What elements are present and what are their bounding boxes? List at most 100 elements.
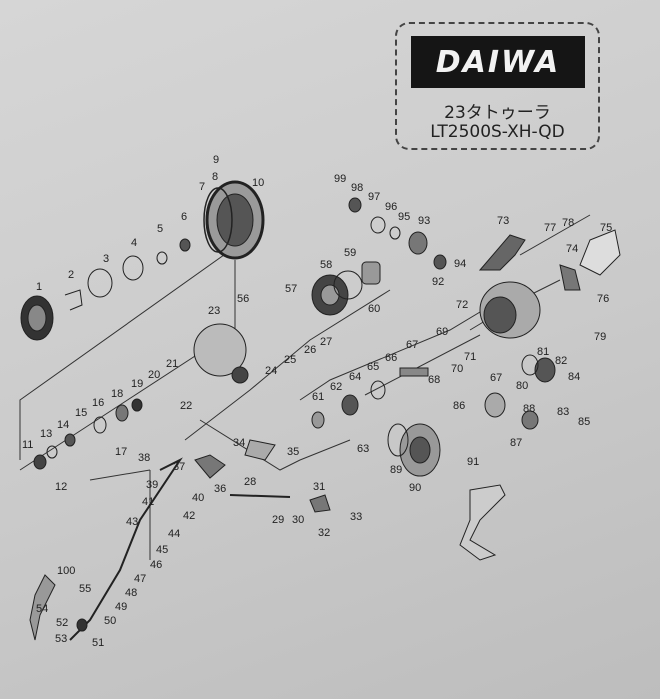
part-number: 97 xyxy=(368,191,380,203)
part-number: 20 xyxy=(148,369,160,381)
part-number: 88 xyxy=(523,403,535,415)
part-number: 90 xyxy=(409,482,421,494)
part-number: 58 xyxy=(320,259,332,271)
part-number: 99 xyxy=(334,173,346,185)
part-number: 22 xyxy=(180,400,192,412)
part-number: 76 xyxy=(597,293,609,305)
part-number: 19 xyxy=(131,378,143,390)
part-number: 50 xyxy=(104,615,116,627)
part-number: 12 xyxy=(55,481,67,493)
part-number: 89 xyxy=(390,464,402,476)
part-number: 70 xyxy=(451,363,463,375)
part-number: 27 xyxy=(320,336,332,348)
part-number: 18 xyxy=(111,388,123,400)
part-number: 14 xyxy=(57,419,69,431)
part-number: 57 xyxy=(285,283,297,295)
part-number: 61 xyxy=(312,391,324,403)
part-number: 11 xyxy=(22,439,33,451)
part-number: 81 xyxy=(537,346,549,358)
part-number: 42 xyxy=(183,510,195,522)
part-number: 13 xyxy=(40,428,52,440)
part-number: 43 xyxy=(126,516,138,528)
part-number: 66 xyxy=(385,352,397,364)
part-number: 63 xyxy=(357,443,369,455)
part-number: 30 xyxy=(292,514,304,526)
part-number: 51 xyxy=(92,637,104,649)
part-number: 40 xyxy=(192,492,204,504)
part-number: 23 xyxy=(208,305,220,317)
part-number: 78 xyxy=(562,217,574,229)
daiwa-logo: DAIWA xyxy=(411,36,585,88)
part-number: 26 xyxy=(304,344,316,356)
part-number: 21 xyxy=(166,358,178,370)
model-name: 23タトゥーラ xyxy=(444,103,551,123)
part-number: 60 xyxy=(368,303,380,315)
part-number: 49 xyxy=(115,601,127,613)
part-number: 29 xyxy=(272,514,284,526)
part-number: 5 xyxy=(157,223,163,235)
model-code: LT2500S-XH-QD xyxy=(430,122,565,142)
part-number: 93 xyxy=(418,215,430,227)
part-number: 96 xyxy=(385,201,397,213)
part-number: 35 xyxy=(287,446,299,458)
part-number: 45 xyxy=(156,544,168,556)
part-number: 87 xyxy=(510,437,522,449)
part-number: 65 xyxy=(367,361,379,373)
part-number: 9 xyxy=(213,154,219,166)
part-number: 37 xyxy=(173,461,185,473)
part-number: 68 xyxy=(428,374,440,386)
part-number: 100 xyxy=(57,565,75,577)
part-number: 34 xyxy=(233,437,245,449)
part-number: 92 xyxy=(432,276,444,288)
part-number: 69 xyxy=(436,326,448,338)
part-number: 77 xyxy=(544,222,556,234)
part-number: 86 xyxy=(453,400,465,412)
bail-assembly xyxy=(29,398,331,641)
part-number: 17 xyxy=(115,446,127,458)
part-number: 4 xyxy=(131,237,137,249)
part-number: 25 xyxy=(284,354,296,366)
part-number: 15 xyxy=(75,407,87,419)
part-number: 38 xyxy=(138,452,150,464)
part-number: 39 xyxy=(146,479,158,491)
part-number: 55 xyxy=(79,583,91,595)
part-number: 95 xyxy=(398,211,410,223)
part-number: 59 xyxy=(344,247,356,259)
part-number: 84 xyxy=(568,371,580,383)
part-number: 36 xyxy=(214,483,226,495)
part-number: 32 xyxy=(318,527,330,539)
part-number: 85 xyxy=(578,416,590,428)
part-number: 71 xyxy=(464,351,476,363)
part-number: 16 xyxy=(92,397,104,409)
part-number: 67 xyxy=(490,372,502,384)
part-number: 75 xyxy=(600,222,612,234)
part-number: 41 xyxy=(142,496,154,508)
part-number: 91 xyxy=(467,456,479,468)
part-number: 53 xyxy=(55,633,67,645)
part-number: 73 xyxy=(497,215,509,227)
part-number: 62 xyxy=(330,381,342,393)
part-number: 2 xyxy=(68,269,74,281)
part-number: 52 xyxy=(56,617,68,629)
part-number: 44 xyxy=(168,528,180,540)
part-number: 80 xyxy=(516,380,528,392)
part-number: 6 xyxy=(181,211,187,223)
part-number: 72 xyxy=(456,299,468,311)
part-number: 94 xyxy=(454,258,466,270)
part-number: 31 xyxy=(313,481,325,493)
part-number: 64 xyxy=(349,371,361,383)
part-number: 82 xyxy=(555,355,567,367)
part-number: 47 xyxy=(134,573,146,585)
spool-assembly xyxy=(20,180,265,341)
part-number: 48 xyxy=(125,587,137,599)
part-number: 46 xyxy=(150,559,162,571)
part-number: 74 xyxy=(566,243,578,255)
part-number: 7 xyxy=(199,181,205,193)
part-number: 54 xyxy=(36,603,48,615)
part-number: 24 xyxy=(265,365,277,377)
part-number: 8 xyxy=(212,171,218,183)
part-number: 28 xyxy=(244,476,256,488)
body-assembly xyxy=(193,197,621,561)
